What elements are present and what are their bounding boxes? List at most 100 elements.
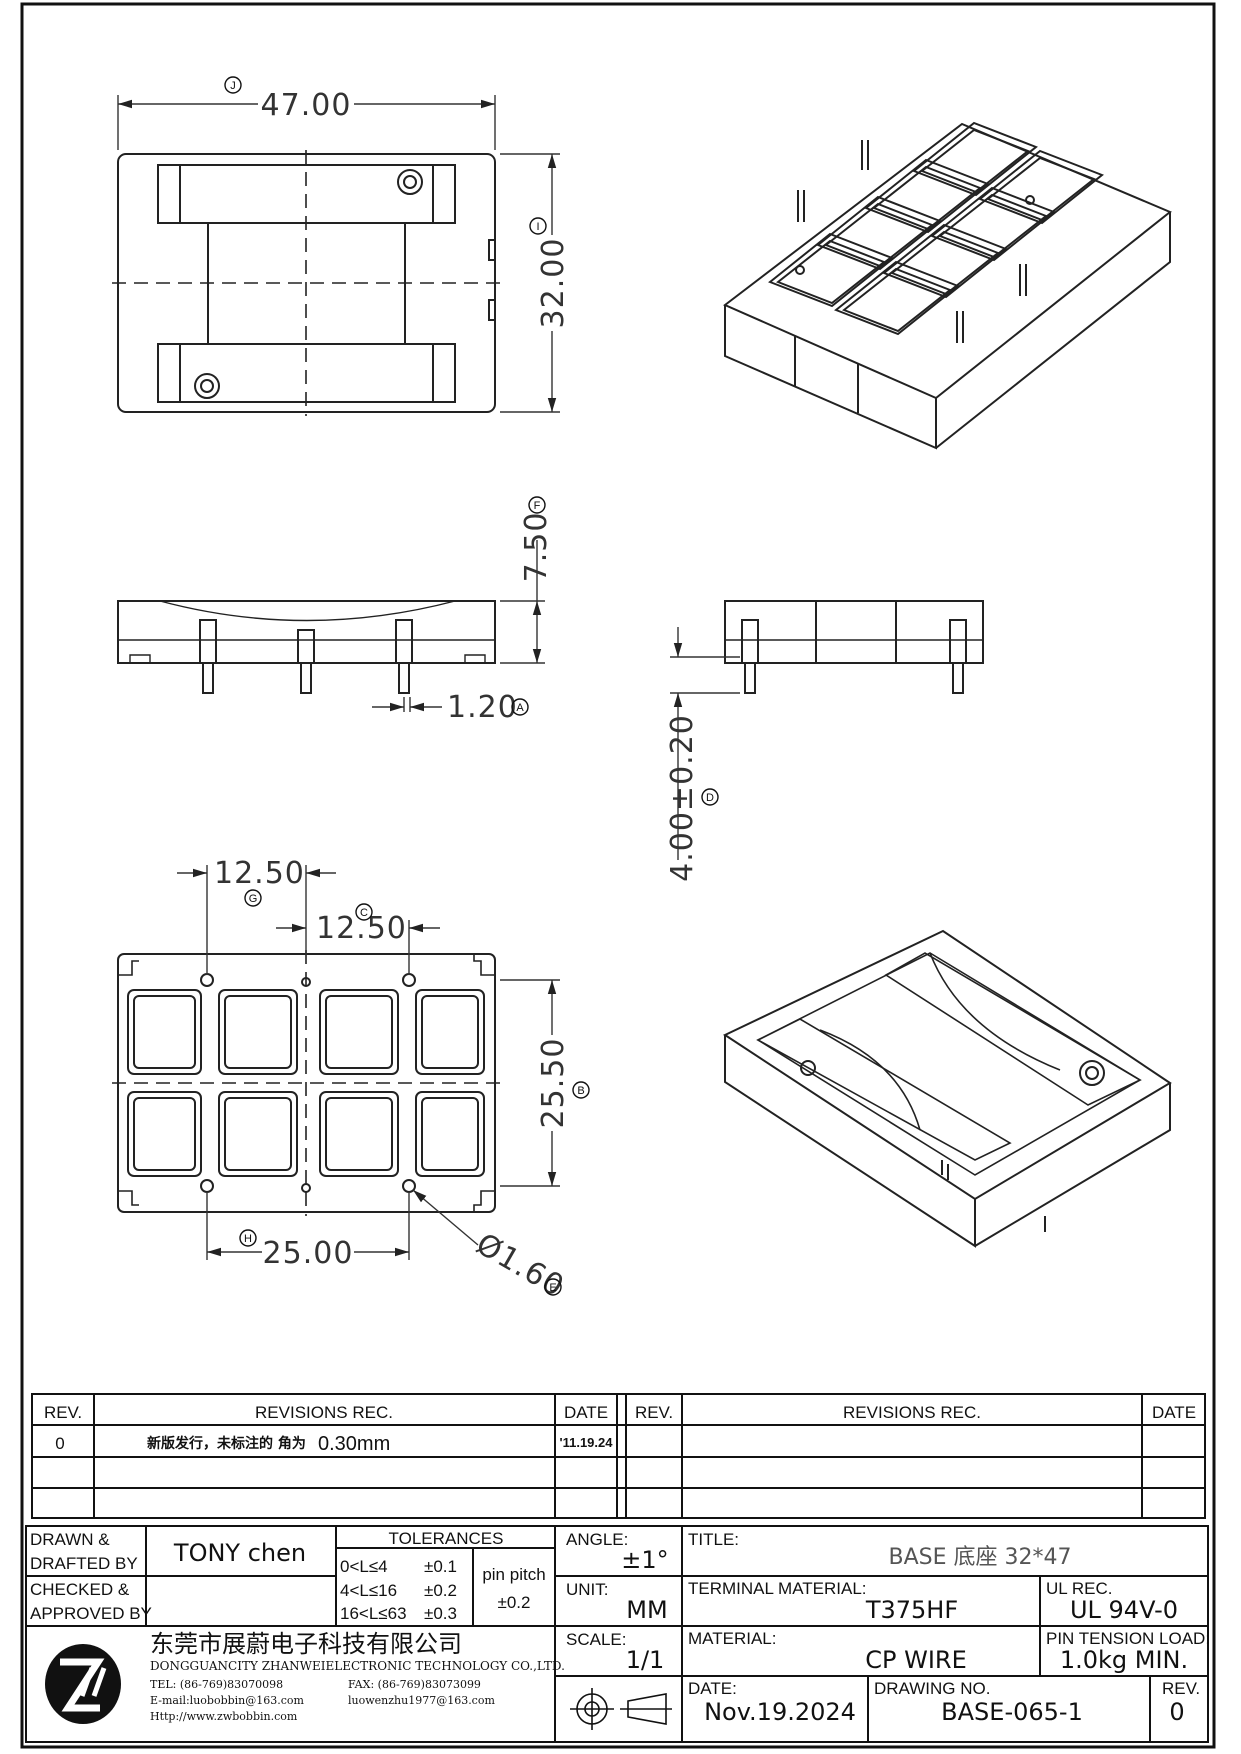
right-dims [670,627,740,860]
scale-value: 1/1 [626,1646,665,1674]
tol-value-3: ±0.3 [424,1604,457,1623]
projection-symbol-icon [570,1688,672,1730]
company-tel: TEL: (86-769)83070098 [150,1678,283,1691]
material-label: MATERIAL: [688,1629,776,1648]
drawn-by-value: TONY chen [173,1539,306,1567]
dim-top-width: 47.00 [261,88,352,123]
front-dims [372,540,545,712]
company-email-1: E-mail:luobobbin@163.com [150,1694,305,1707]
angle-value: ±1° [621,1546,668,1574]
tol-range-1: 0<L≤4 [340,1557,388,1576]
pin-pitch-tol: ±0.2 [498,1593,531,1612]
ul-value: UL 94V-0 [1070,1596,1178,1624]
unit-value: MM [626,1596,667,1624]
svg-text:F: F [534,500,541,512]
tol-value-1: ±0.1 [424,1557,457,1576]
svg-text:G: G [249,893,258,905]
unit-label: UNIT: [566,1580,609,1599]
dim-side-height: 7.50 [519,512,554,583]
date-label: DATE: [688,1679,737,1698]
marker-E: E [544,1278,562,1296]
date-value: Nov.19.2024 [704,1698,856,1726]
revision-row-rev: 0 [55,1434,64,1453]
svg-text:J: J [230,80,236,92]
checked-label: CHECKED & [30,1580,130,1599]
revisions-header-right: REVISIONS REC. [843,1403,981,1422]
dim-pin-length: 4.00±0.20 [665,714,700,882]
tol-range-3: 16<L≤63 [340,1604,407,1623]
svg-text:I: I [536,221,539,233]
material-value: CP WIRE [865,1646,967,1674]
svg-text:B: B [577,1085,584,1097]
top-view [112,150,500,416]
tolerances-label: TOLERANCES [389,1529,504,1548]
dim-bg [262,1238,354,1266]
rev-label: REV. [1162,1679,1200,1698]
svg-text:H: H [244,1233,252,1245]
company-web: Http://www.zwbobbin.com [150,1710,298,1723]
company-logo-icon [45,1644,121,1724]
dim-bottom-pitch-x: 12.50 [214,856,305,891]
dim-bottom-pitch-c: 12.50 [316,911,407,946]
terminal-label: TERMINAL MATERIAL: [688,1579,867,1598]
scale-label: SCALE: [566,1630,626,1649]
marker-F: F [528,496,546,514]
dim-bg [537,1035,567,1131]
title-block [25,1525,1209,1743]
revision-row-desc: 新版发行，未标注的 角为 [147,1435,306,1452]
iso-view-bottom [722,929,1172,1248]
date-header-left: DATE [564,1403,608,1422]
svg-text:D: D [706,792,714,804]
marker-G: G [244,889,262,907]
pin-pitch-label: pin pitch [482,1565,545,1584]
drawing-no-label: DRAWING NO. [874,1679,990,1698]
company-name-cn: 东莞市展蔚电子科技有限公司 [150,1630,462,1658]
page-border [20,2,1216,1749]
rev-header-right: REV. [635,1403,673,1422]
company-name-en: DONGGUANCITY ZHANWEIELECTRONIC TECHNOLOG… [150,1659,565,1673]
company-fax: FAX: (86-769)83073099 [348,1678,481,1691]
marker-I: I [529,217,547,235]
dim-bg [258,88,354,118]
revisions-header-left: REVISIONS REC. [255,1403,393,1422]
approved-label: APPROVED BY [30,1604,152,1623]
tol-value-2: ±0.2 [424,1581,457,1600]
iso-view-top [723,121,1172,450]
top-dims [117,95,560,413]
tol-range-2: 4<L≤16 [340,1581,397,1600]
revision-row-value: 0.30mm [318,1433,390,1455]
ul-label: UL REC. [1046,1579,1112,1598]
dim-top-height: 32.00 [536,238,571,329]
marker-D: D [701,788,719,806]
title-value: BASE 底座 32*47 [889,1545,1072,1570]
dim-pin-width: 1.20 [447,690,518,725]
svg-text:A: A [516,702,524,714]
terminal-value: T375HF [865,1596,958,1624]
title-label: TITLE: [688,1530,739,1549]
angle-label: ANGLE: [566,1530,628,1549]
marker-C: C [355,903,373,921]
marker-H: H [239,1229,257,1247]
date-header-right: DATE [1152,1403,1196,1422]
pin-tension-label: PIN TENSION LOAD: [1046,1629,1210,1648]
company-email-2: luowenzhu1977@163.com [348,1694,495,1707]
drafted-label: DRAFTED BY [30,1554,138,1573]
revision-row-date: '11.19.24 [560,1435,614,1450]
dim-bottom-width: 25.00 [263,1236,354,1271]
bottom-view [112,950,500,1216]
svg-text:C: C [360,907,368,919]
drawing-no-value: BASE-065-1 [941,1698,1083,1726]
revisions-table [31,1393,1206,1519]
rev-value: 0 [1169,1698,1184,1726]
marker-J: J [224,76,242,94]
rev-header-left: REV. [44,1403,82,1422]
marker-B: B [572,1081,590,1099]
right-side-view [724,600,984,694]
drawn-label: DRAWN & [30,1530,110,1549]
front-view [117,600,496,694]
dim-bottom-height: 25.50 [536,1038,571,1129]
pin-tension-value: 1.0kg MIN. [1060,1646,1188,1674]
marker-A: A [511,698,529,716]
svg-text:E: E [549,1282,556,1294]
